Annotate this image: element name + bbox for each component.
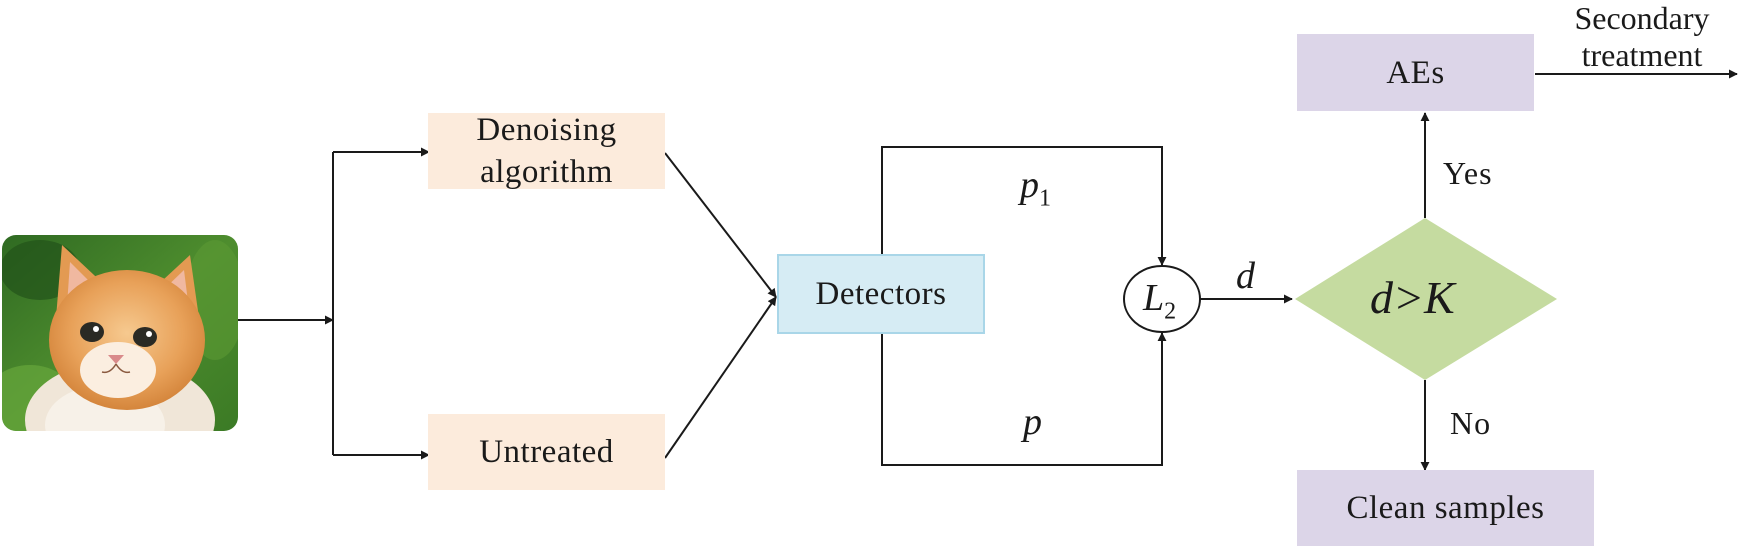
no-label: No [1450,405,1492,441]
detectors-box: Detectors [777,254,985,334]
aes-box: AEs [1297,34,1534,111]
decision-diamond [1295,218,1557,380]
aes-label: AEs [1386,54,1445,91]
denoising-label-line1: Denoising [476,112,617,148]
clean-samples-box: Clean samples [1297,470,1594,546]
edge-denoising-to-detectors [664,152,777,298]
untreated-box: Untreated [428,414,665,490]
denoising-algorithm-box: Denoising algorithm [428,112,665,190]
edge-detectors-p-to-l2 [881,332,1167,466]
secondary-treatment-label: Secondary treatment [1574,0,1710,73]
p1-label: p1 [1020,164,1051,212]
input-cat-image [2,235,238,431]
edge-detectors-p1-to-l2 [881,146,1167,266]
edge-untreated-to-detectors [664,296,777,459]
decision-label: d>K [1370,272,1455,323]
p-label: p [1023,401,1042,443]
detectors-label: Detectors [815,276,947,312]
untreated-label: Untreated [479,434,614,470]
d-label: d [1236,255,1255,297]
yes-label: Yes [1443,155,1493,191]
l2-label: L2 [1143,277,1177,325]
denoising-label-line2: algorithm [480,154,613,190]
clean-samples-label: Clean samples [1346,490,1545,526]
